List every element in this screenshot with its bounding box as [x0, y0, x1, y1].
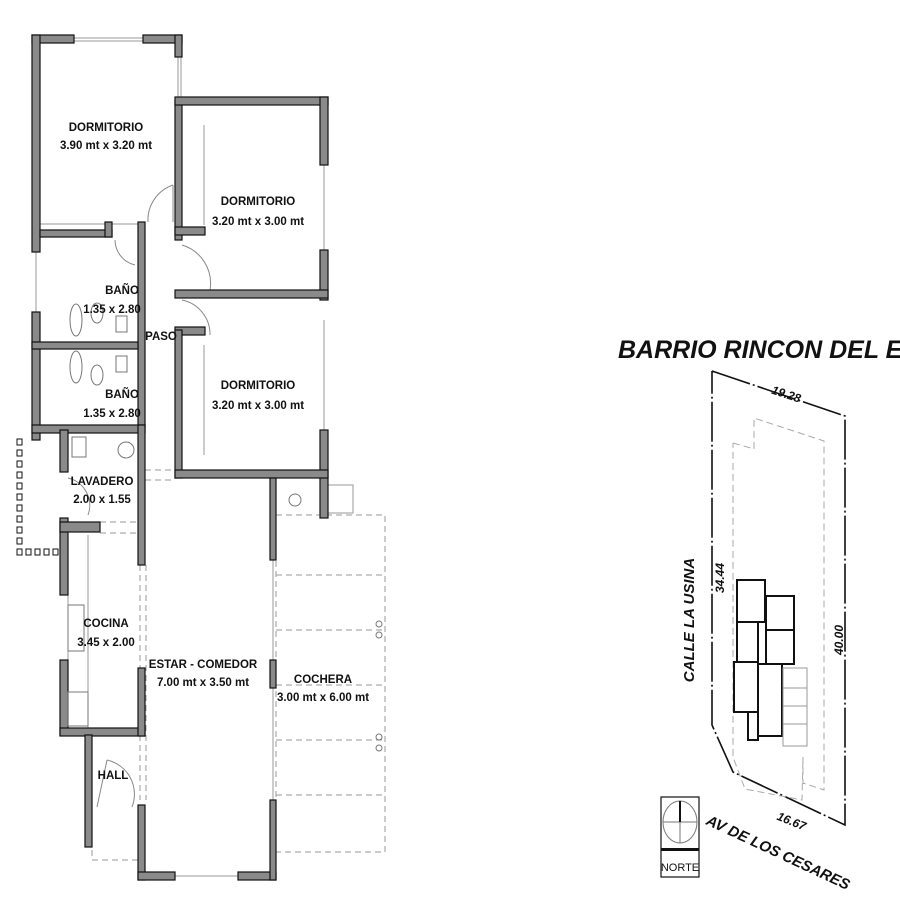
toilet-icon	[90, 302, 104, 324]
toilet-icon	[90, 364, 104, 386]
room-name: DORMITORIO	[69, 122, 144, 134]
room-name: PASO	[145, 331, 177, 343]
door-icon	[114, 239, 136, 266]
room-name: COCHERA	[294, 674, 352, 686]
lot-dimension-left: 34.44	[713, 563, 727, 593]
room-size: 7.00 mt x 3.50 mt	[157, 677, 249, 689]
room-size: 1.35 x 2.80	[83, 304, 141, 316]
street-label-west: CALLE LA USINA	[681, 558, 698, 682]
paving-stones	[16, 438, 59, 556]
kitchen-sink-icon	[67, 604, 85, 652]
walls	[31, 34, 329, 881]
lot-dimension-right: 40.00	[832, 625, 846, 656]
door-icon	[67, 477, 91, 516]
door-icon	[181, 244, 212, 291]
lot-boundary	[711, 370, 846, 827]
neighborhood-title: BARRIO RINCON DEL ESTE	[618, 336, 900, 364]
door-icon	[147, 184, 174, 223]
site-house-miniature	[733, 579, 795, 741]
room-name: ESTAR - COMEDOR	[149, 659, 258, 671]
room-name: BAÑO	[105, 284, 139, 297]
sink-icon	[69, 350, 83, 384]
room-size: 3.20 mt x 3.00 mt	[212, 216, 304, 228]
room-size: 3.45 x 2.00	[77, 637, 135, 649]
door-icon	[106, 759, 135, 808]
bathroom-fixtures	[67, 302, 383, 752]
room-size: 3.90 mt x 3.20 mt	[60, 140, 152, 152]
room-name: COCINA	[83, 618, 128, 630]
room-size: 2.00 x 1.55	[73, 494, 131, 506]
lot-dimension-bottom: 16.67	[775, 809, 809, 834]
gas-meter-icon	[288, 493, 302, 507]
laundry-sink-icon	[71, 436, 87, 458]
bidet-icon	[115, 315, 128, 333]
setback-line	[732, 417, 825, 801]
street-label-south: AV DE LOS CESARES	[703, 812, 853, 894]
door-icon	[181, 299, 211, 336]
sink-icon	[69, 303, 83, 337]
room-name: DORMITORIO	[221, 380, 296, 392]
site-plan	[711, 370, 846, 827]
door-swings	[67, 184, 212, 808]
north-arrow-icon	[660, 796, 700, 878]
stove-icon	[67, 691, 89, 727]
room-name: LAVADERO	[71, 476, 134, 488]
room-size: 1.35 x 2.80	[83, 408, 141, 420]
room-name: HALL	[98, 770, 129, 782]
room-name: DORMITORIO	[221, 196, 296, 208]
room-name: BAÑO	[105, 388, 139, 401]
water-heater-icon	[117, 441, 135, 459]
room-size: 3.20 mt x 3.00 mt	[212, 400, 304, 412]
bidet-icon	[115, 355, 128, 373]
north-label: NORTE	[661, 862, 699, 874]
room-size: 3.00 mt x 6.00 mt	[277, 692, 369, 704]
lot-dimension-top: 19.28	[770, 383, 803, 406]
